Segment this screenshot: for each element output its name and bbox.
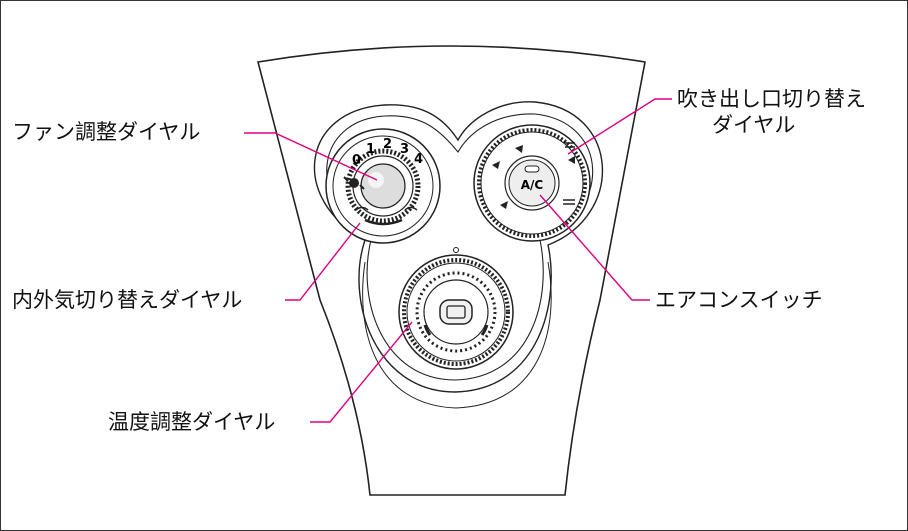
defrost-icon	[565, 142, 575, 148]
foot-defrost-icon	[568, 156, 575, 164]
fresh-air-icon	[404, 206, 418, 211]
intake-dial-leader	[285, 222, 361, 301]
fan-dial-leader	[244, 132, 378, 181]
intake-slider-arc	[364, 218, 403, 226]
bezel-outline-bottom	[362, 261, 552, 409]
vent-dial-label: 吹き出し口切り替え ダイヤル	[677, 86, 866, 138]
ac-switch-leader	[539, 194, 650, 301]
face-vent-icon	[492, 161, 500, 169]
bi-level-vent-icon	[515, 145, 523, 153]
fan-speed-4: 4	[414, 152, 423, 167]
temperature-dial-leader	[310, 321, 413, 423]
fan-speed-0: 0	[352, 153, 361, 168]
fan-dial[interactable]: 0 1 2 3 4	[325, 128, 441, 244]
intake-dial-label: 内外気切り替えダイヤル	[12, 288, 243, 312]
ac-button[interactable]: A/C	[521, 178, 544, 192]
leader-lines	[244, 98, 672, 423]
fan-speed-2: 2	[383, 137, 392, 152]
recirculate-icon	[355, 206, 369, 211]
fan-speed-3: 3	[400, 142, 409, 157]
vent-dial-leader	[567, 98, 672, 155]
vent-dial-label-line1: 吹き出し口切り替え	[677, 87, 866, 111]
vent-dial-label-line2: ダイヤル	[712, 113, 796, 137]
windshield-defrost-icon	[563, 199, 575, 205]
ac-switch-label: エアコンスイッチ	[655, 288, 823, 312]
rear-defrost-icon	[446, 305, 466, 319]
temperature-dial[interactable]	[398, 247, 514, 370]
vent-dial[interactable]	[473, 124, 591, 242]
foot-vent-icon	[500, 201, 508, 209]
rear-defrost-button[interactable]	[439, 299, 473, 325]
control-bezel-inner	[326, 113, 594, 381]
fan-dial-label: ファン調整ダイヤル	[12, 120, 201, 144]
temperature-dial-label: 温度調整ダイヤル	[108, 410, 276, 434]
fan-icon	[343, 176, 365, 190]
ac-button-label: A/C	[521, 178, 544, 192]
fan-speed-1: 1	[366, 142, 375, 157]
